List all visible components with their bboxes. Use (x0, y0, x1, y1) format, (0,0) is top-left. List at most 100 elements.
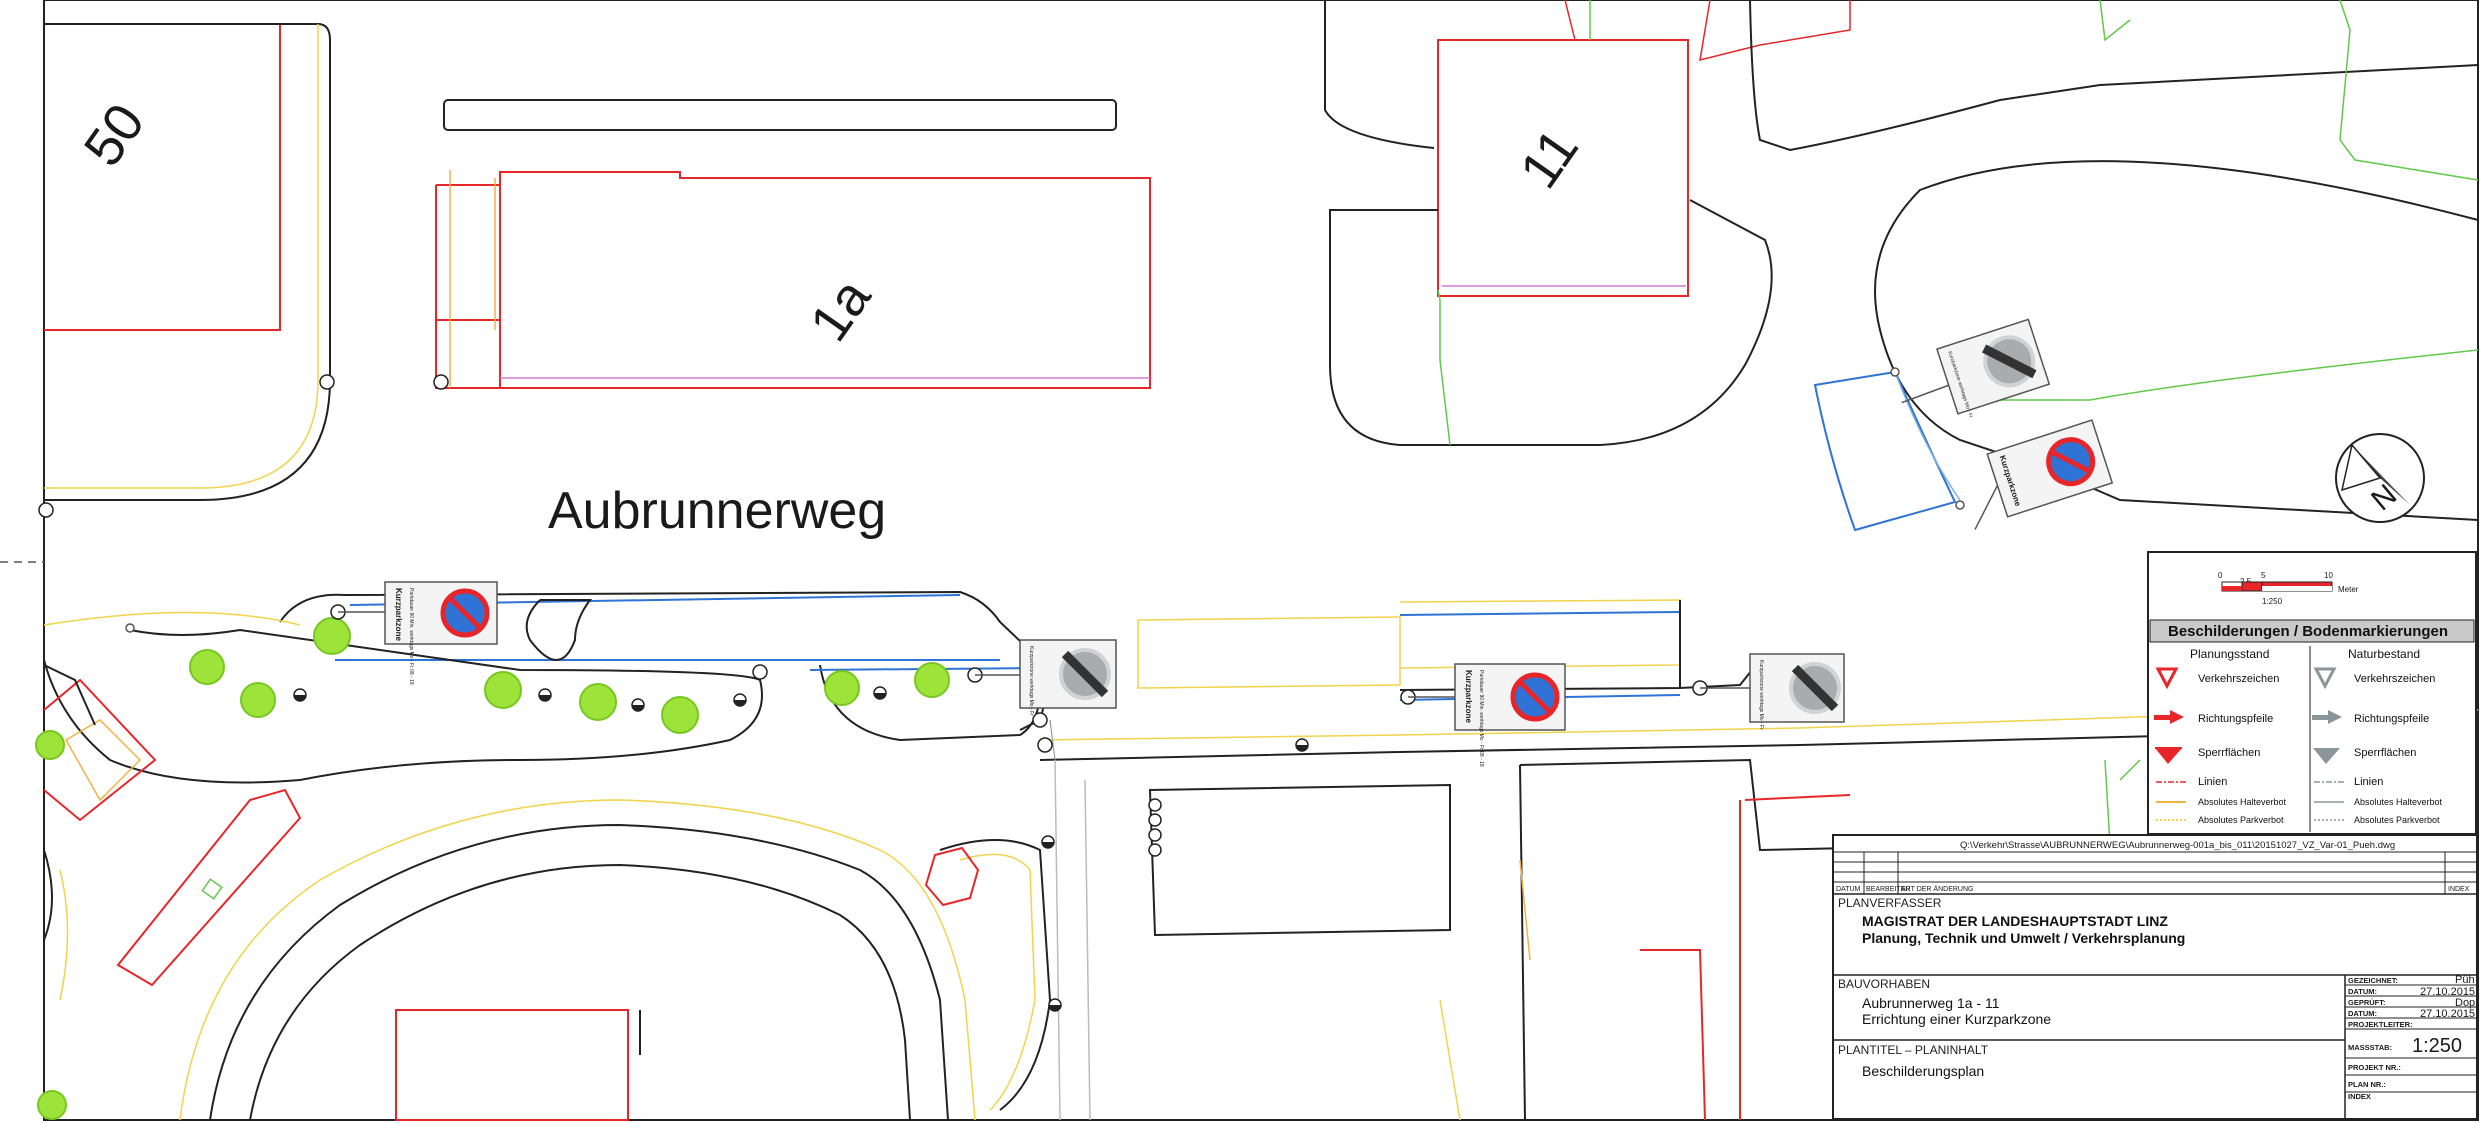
svg-text:Absolutes Halteverbot: Absolutes Halteverbot (2198, 797, 2287, 807)
curb-line-east-inner (1894, 371, 1961, 501)
svg-text:Linien: Linien (2198, 776, 2227, 788)
lamp-icon (293, 688, 307, 702)
svg-text:Sperrflächen: Sperrflächen (2198, 747, 2260, 759)
svg-text:5: 5 (2261, 571, 2266, 580)
svg-text:PROJEKT NR.:: PROJEKT NR.: (2348, 1063, 2401, 1072)
lamp-icon (1148, 843, 1162, 857)
street-lamps (125, 604, 1708, 1012)
bauvorhaben-label: BAUVORHABEN (1838, 977, 1930, 991)
lamp-icon (733, 693, 747, 707)
svg-text:Linien: Linien (2354, 776, 2383, 788)
tree (189, 649, 225, 685)
house-number-11: 11 (1509, 119, 1590, 199)
svg-text:0: 0 (2218, 571, 2223, 580)
kurzparkzone-sign-3: Kurzparkzone (1974, 419, 2114, 530)
svg-text:Meter: Meter (2338, 585, 2359, 594)
svg-text:Dop: Dop (2455, 997, 2475, 1009)
lamp-icon (1148, 828, 1162, 842)
building-50: 50 (38, 23, 335, 518)
scale-value: 1:250 (2412, 1035, 2462, 1057)
lamp-icon (873, 686, 887, 700)
svg-text:Absolutes Parkverbot: Absolutes Parkverbot (2354, 815, 2440, 825)
svg-text:27.10.2015: 27.10.2015 (2420, 986, 2475, 998)
arrow-icon (2154, 710, 2184, 724)
tree (914, 662, 950, 698)
svg-text:Püh: Püh (2455, 974, 2475, 986)
svg-text:DATUM:: DATUM: (2348, 1009, 2377, 1018)
trees (35, 617, 950, 1120)
file-path: Q:\Verkehr\Strasse\AUBRUNNERWEG\Aubrunne… (1960, 840, 2395, 851)
house-number-50: 50 (73, 93, 157, 177)
svg-text:10: 10 (2324, 571, 2333, 580)
legend-col-planned: Planungsstand (2190, 647, 2269, 661)
legend-col-existing: Naturbestand (2348, 647, 2420, 661)
zone-end-sign-3: Kurzparkzone werktags Mo - Fr (1901, 318, 2051, 419)
lamp-icon (538, 688, 552, 702)
svg-text:BEARBEITER: BEARBEITER (1866, 886, 1910, 893)
svg-text:Kurzparkzone werktags Mo - Fr: Kurzparkzone werktags Mo - Fr (1028, 646, 1034, 716)
triangle-icon (2313, 667, 2337, 690)
legend-panel: 0 2.5 5 10 Meter 1:250 Beschilderungen /… (2147, 551, 2477, 835)
tree (824, 670, 860, 706)
lamp-icon (1148, 813, 1162, 827)
tree (484, 671, 522, 709)
svg-text:Absolutes Halteverbot: Absolutes Halteverbot (2354, 797, 2443, 807)
lamp-icon (631, 698, 645, 712)
roundabout (43, 664, 976, 1121)
house-number-1a: 1a (799, 267, 883, 351)
north-arrow: N (2335, 433, 2425, 523)
svg-text:PLAN NR.:: PLAN NR.: (2348, 1080, 2386, 1089)
svg-text:MASSSTAB:: MASSSTAB: (2348, 1043, 2392, 1052)
lamp-icon (1048, 998, 1062, 1012)
svg-text:GEPRÜFT:: GEPRÜFT: (2348, 998, 2386, 1007)
svg-text:ART DER ÄNDERUNG: ART DER ÄNDERUNG (1901, 885, 1973, 893)
hatch-icon (2155, 747, 2182, 764)
zone-end-sign-2: Kurzparkzone werktags Mo - Fr (1700, 653, 1845, 730)
svg-text:INDEX: INDEX (2348, 1092, 2371, 1101)
svg-text:INDEX: INDEX (2448, 886, 2470, 893)
tree (313, 617, 351, 655)
street-label: Aubrunnerweg (548, 482, 886, 540)
tree (579, 683, 617, 721)
kurzparkzone-sign-2: Kurzparkzone Parkdauer 90 Min. werktags … (1408, 663, 1566, 767)
bauvorhaben-subtitle: Errichtung einer Kurzparkzone (1862, 1011, 2051, 1027)
svg-text:Kurzparkzone werktags Mo - Fr: Kurzparkzone werktags Mo - Fr (1758, 660, 1764, 730)
svg-text:1:250: 1:250 (2262, 597, 2283, 606)
kurzparkzone-sign-1: Kurzparkzone Parkdauer 90 Min. werktags … (338, 581, 498, 685)
triangle-icon (2155, 667, 2179, 690)
plantitel-label: PLANTITEL – PLANINHALT (1838, 1043, 1989, 1057)
tree (37, 1090, 67, 1120)
curb-line-east (1813, 370, 1957, 532)
tree (661, 696, 699, 734)
parcel-lines-north (1749, 0, 2479, 521)
tree (35, 730, 65, 760)
org-name: MAGISTRAT DER LANDESHAUPTSTADT LINZ (1862, 913, 2168, 929)
lamp-icon (1148, 798, 1162, 812)
svg-text:Kurzparkzone: Kurzparkzone (1464, 670, 1473, 723)
svg-text:GEZEICHNET:: GEZEICHNET: (2348, 976, 2398, 985)
svg-text:Sperrflächen: Sperrflächen (2354, 747, 2416, 759)
bauvorhaben-title: Aubrunnerweg 1a - 11 (1862, 995, 2000, 1011)
hatch-icon (2313, 748, 2340, 764)
planverfasser-label: PLANVERFASSER (1838, 896, 1942, 910)
lamp-icon (1295, 738, 1309, 752)
org-department: Planung, Technik und Umwelt / Verkehrspl… (1862, 930, 2185, 946)
svg-text:DATUM:: DATUM: (2348, 987, 2377, 996)
svg-text:DATUM: DATUM (1836, 886, 1861, 893)
svg-text:Richtungspfeile: Richtungspfeile (2354, 713, 2429, 725)
arrow-icon (2312, 710, 2342, 724)
svg-text:Parkdauer 90 Min. werktags Mo: Parkdauer 90 Min. werktags Mo - Fr 08 - … (1478, 670, 1484, 767)
building-1a: 1a (433, 99, 1151, 390)
zone-end-sign-1: Kurzparkzone werktags Mo - Fr (975, 639, 1117, 716)
svg-text:Kurzparkzone: Kurzparkzone (394, 588, 403, 641)
title-block: Q:\Verkehr\Strasse\AUBRUNNERWEG\Aubrunne… (1832, 834, 2478, 1120)
svg-text:27.10.2015: 27.10.2015 (2420, 1008, 2475, 1020)
sign-post-east-1 (1890, 367, 1900, 377)
tree (240, 682, 276, 718)
svg-text:Richtungspfeile: Richtungspfeile (2198, 713, 2273, 725)
scale-bar: 0 2.5 5 10 Meter 1:250 (2218, 571, 2359, 606)
drawing-frame (43, 0, 2479, 1121)
svg-text:Parkdauer 90 Min. werktags Mo: Parkdauer 90 Min. werktags Mo - Fr 08 - … (408, 588, 414, 685)
svg-text:PROJEKTLEITER:: PROJEKTLEITER: (2348, 1020, 2413, 1029)
